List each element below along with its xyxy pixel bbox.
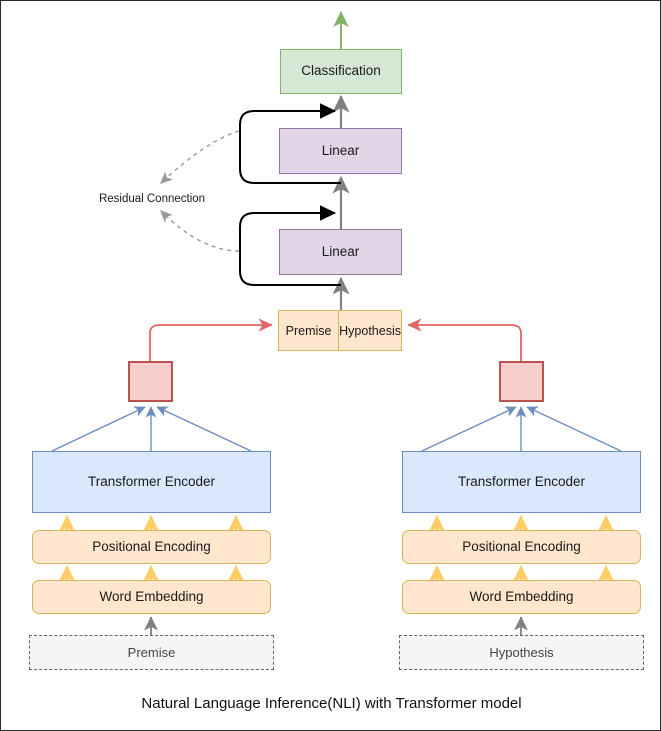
node-input-hypothesis-label: Hypothesis (489, 644, 554, 660)
node-hypothesis-cell-label: Hypothesis (339, 323, 401, 338)
blue-fan-right-3 (526, 406, 622, 452)
node-positional-encoding-left[interactable]: Positional Encoding (32, 530, 271, 564)
node-hypothesis-cell[interactable]: Hypothesis (338, 311, 401, 350)
node-transformer-encoder-right-label: Transformer Encoder (457, 473, 586, 489)
node-transformer-encoder-left[interactable]: Transformer Encoder (32, 451, 271, 513)
node-positional-encoding-right-label: Positional Encoding (462, 538, 581, 554)
blue-fan-left-3 (156, 406, 252, 452)
node-premise-hypothesis[interactable]: Premise Hypothesis (278, 310, 402, 351)
node-linear-top[interactable]: Linear (279, 128, 402, 174)
residual-callout-upper (159, 130, 240, 184)
red-connector-right (407, 318, 522, 361)
node-pooling-left[interactable] (128, 361, 173, 402)
node-word-embedding-right-label: Word Embedding (469, 588, 574, 604)
residual-connection-label: Residual Connection (98, 193, 206, 205)
blue-fan-left-1 (51, 406, 146, 452)
node-premise-cell-label: Premise (285, 323, 332, 338)
node-classification-label: Classification (301, 63, 381, 79)
node-word-embedding-left[interactable]: Word Embedding (32, 580, 271, 614)
node-word-embedding-right[interactable]: Word Embedding (402, 580, 641, 614)
red-connector-left (149, 318, 273, 361)
node-word-embedding-left-label: Word Embedding (99, 588, 204, 604)
node-input-premise[interactable]: Premise (29, 635, 274, 670)
node-positional-encoding-left-label: Positional Encoding (92, 538, 211, 554)
node-linear-bottom-label: Linear (321, 243, 360, 259)
node-classification[interactable]: Classification (280, 49, 402, 94)
node-input-premise-label: Premise (127, 644, 176, 660)
residual-callout-lower (160, 210, 240, 252)
node-linear-top-label: Linear (321, 142, 360, 158)
node-positional-encoding-right[interactable]: Positional Encoding (402, 530, 641, 564)
node-linear-bottom[interactable]: Linear (279, 229, 402, 275)
node-input-hypothesis[interactable]: Hypothesis (399, 635, 644, 670)
node-pooling-right[interactable] (499, 361, 544, 402)
diagram-caption: Natural Language Inference(NLI) with Tra… (141, 695, 522, 712)
blue-fan-right-1 (421, 406, 517, 452)
node-transformer-encoder-right[interactable]: Transformer Encoder (402, 451, 641, 513)
node-premise-cell[interactable]: Premise (279, 311, 338, 350)
node-transformer-encoder-left-label: Transformer Encoder (87, 473, 216, 489)
